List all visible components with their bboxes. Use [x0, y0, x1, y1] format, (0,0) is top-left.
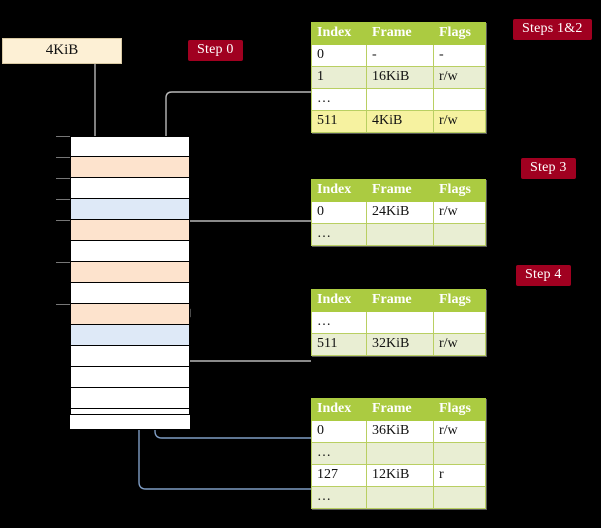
memory-frame-row [70, 283, 190, 304]
col-frame: Frame [366, 398, 434, 421]
cell-index: … [311, 223, 367, 246]
col-flags: Flags [433, 289, 486, 312]
cell-frame: 24KiB [366, 201, 434, 224]
badge-steps-1-2: Steps 1&2 [513, 19, 592, 40]
cell-flags: r/w [433, 333, 486, 356]
cell-index: … [311, 88, 367, 111]
memory-frame-row [70, 388, 190, 409]
cell-flags [433, 486, 486, 509]
cell-flags: - [433, 44, 486, 67]
source-frame-box: 4KiB [2, 38, 122, 64]
memory-frame-row [56, 157, 190, 178]
cell-frame: 32KiB [366, 333, 434, 356]
badge-step-0: Step 0 [188, 40, 243, 61]
memory-frame-row [56, 220, 190, 241]
cell-index: 511 [311, 333, 367, 356]
cell-frame [366, 311, 434, 334]
memory-frame-row [70, 241, 190, 262]
cell-flags: r/w [433, 110, 486, 133]
col-index: Index [311, 179, 367, 202]
cell-index: 0 [311, 201, 367, 224]
table-header-row: Index Frame Flags [311, 179, 486, 202]
cell-frame [366, 442, 434, 465]
cell-frame [366, 88, 434, 111]
memory-frame-row [56, 136, 190, 157]
col-index: Index [311, 398, 367, 421]
col-flags: Flags [433, 398, 486, 421]
source-frame-label: 4KiB [45, 42, 79, 58]
badge-step-3: Step 3 [521, 158, 576, 179]
table-header-row: Index Frame Flags [311, 22, 486, 45]
cell-index: 1 [311, 66, 367, 89]
cell-index: … [311, 311, 367, 334]
memory-frame-row [56, 262, 190, 283]
table-row: … [311, 486, 486, 509]
col-flags: Flags [433, 179, 486, 202]
memory-frame-row [70, 346, 190, 367]
cell-index: … [311, 442, 367, 465]
cell-flags: r [433, 464, 486, 487]
physical-memory-column [56, 136, 190, 430]
memory-frame-tick [56, 304, 70, 305]
memory-frame-row [56, 199, 190, 220]
cell-flags [433, 311, 486, 334]
cell-index: … [311, 486, 367, 509]
cell-flags: r/w [433, 420, 486, 443]
cell-flags: r/w [433, 201, 486, 224]
cell-frame: 16KiB [366, 66, 434, 89]
cell-frame: 36KiB [366, 420, 434, 443]
memory-frame-tick [56, 262, 70, 263]
memory-frame-row [70, 409, 190, 430]
table-row: … [311, 88, 486, 111]
col-index: Index [311, 289, 367, 312]
memory-frame-row [56, 178, 190, 199]
cell-flags [433, 223, 486, 246]
cell-index: 0 [311, 44, 367, 67]
memory-frame-row [70, 325, 190, 346]
table-row: … [311, 442, 486, 465]
cell-flags [433, 442, 486, 465]
col-frame: Frame [366, 289, 434, 312]
cell-frame: - [366, 44, 434, 67]
cell-index: 511 [311, 110, 367, 133]
table-header-row: Index Frame Flags [311, 289, 486, 312]
cell-flags [433, 88, 486, 111]
table-row: … [311, 311, 486, 334]
cell-flags: r/w [433, 66, 486, 89]
col-frame: Frame [366, 179, 434, 202]
cell-index: 0 [311, 420, 367, 443]
memory-frame-tick [56, 178, 70, 179]
memory-frame-tick [56, 220, 70, 221]
memory-frame-tick [56, 136, 70, 137]
memory-frame-row [56, 304, 190, 325]
badge-step-4: Step 4 [516, 265, 571, 286]
memory-frame-tick [56, 199, 70, 200]
cell-frame: 12KiB [366, 464, 434, 487]
table-row: 0-- [311, 44, 486, 67]
table-row: … [311, 223, 486, 246]
cell-frame [366, 223, 434, 246]
col-flags: Flags [433, 22, 486, 45]
cell-frame [366, 486, 434, 509]
cell-frame: 4KiB [366, 110, 434, 133]
table-header-row: Index Frame Flags [311, 398, 486, 421]
cell-index: 127 [311, 464, 367, 487]
col-index: Index [311, 22, 367, 45]
col-frame: Frame [366, 22, 434, 45]
memory-frame-tick [56, 157, 70, 158]
memory-frame-row [70, 367, 190, 388]
